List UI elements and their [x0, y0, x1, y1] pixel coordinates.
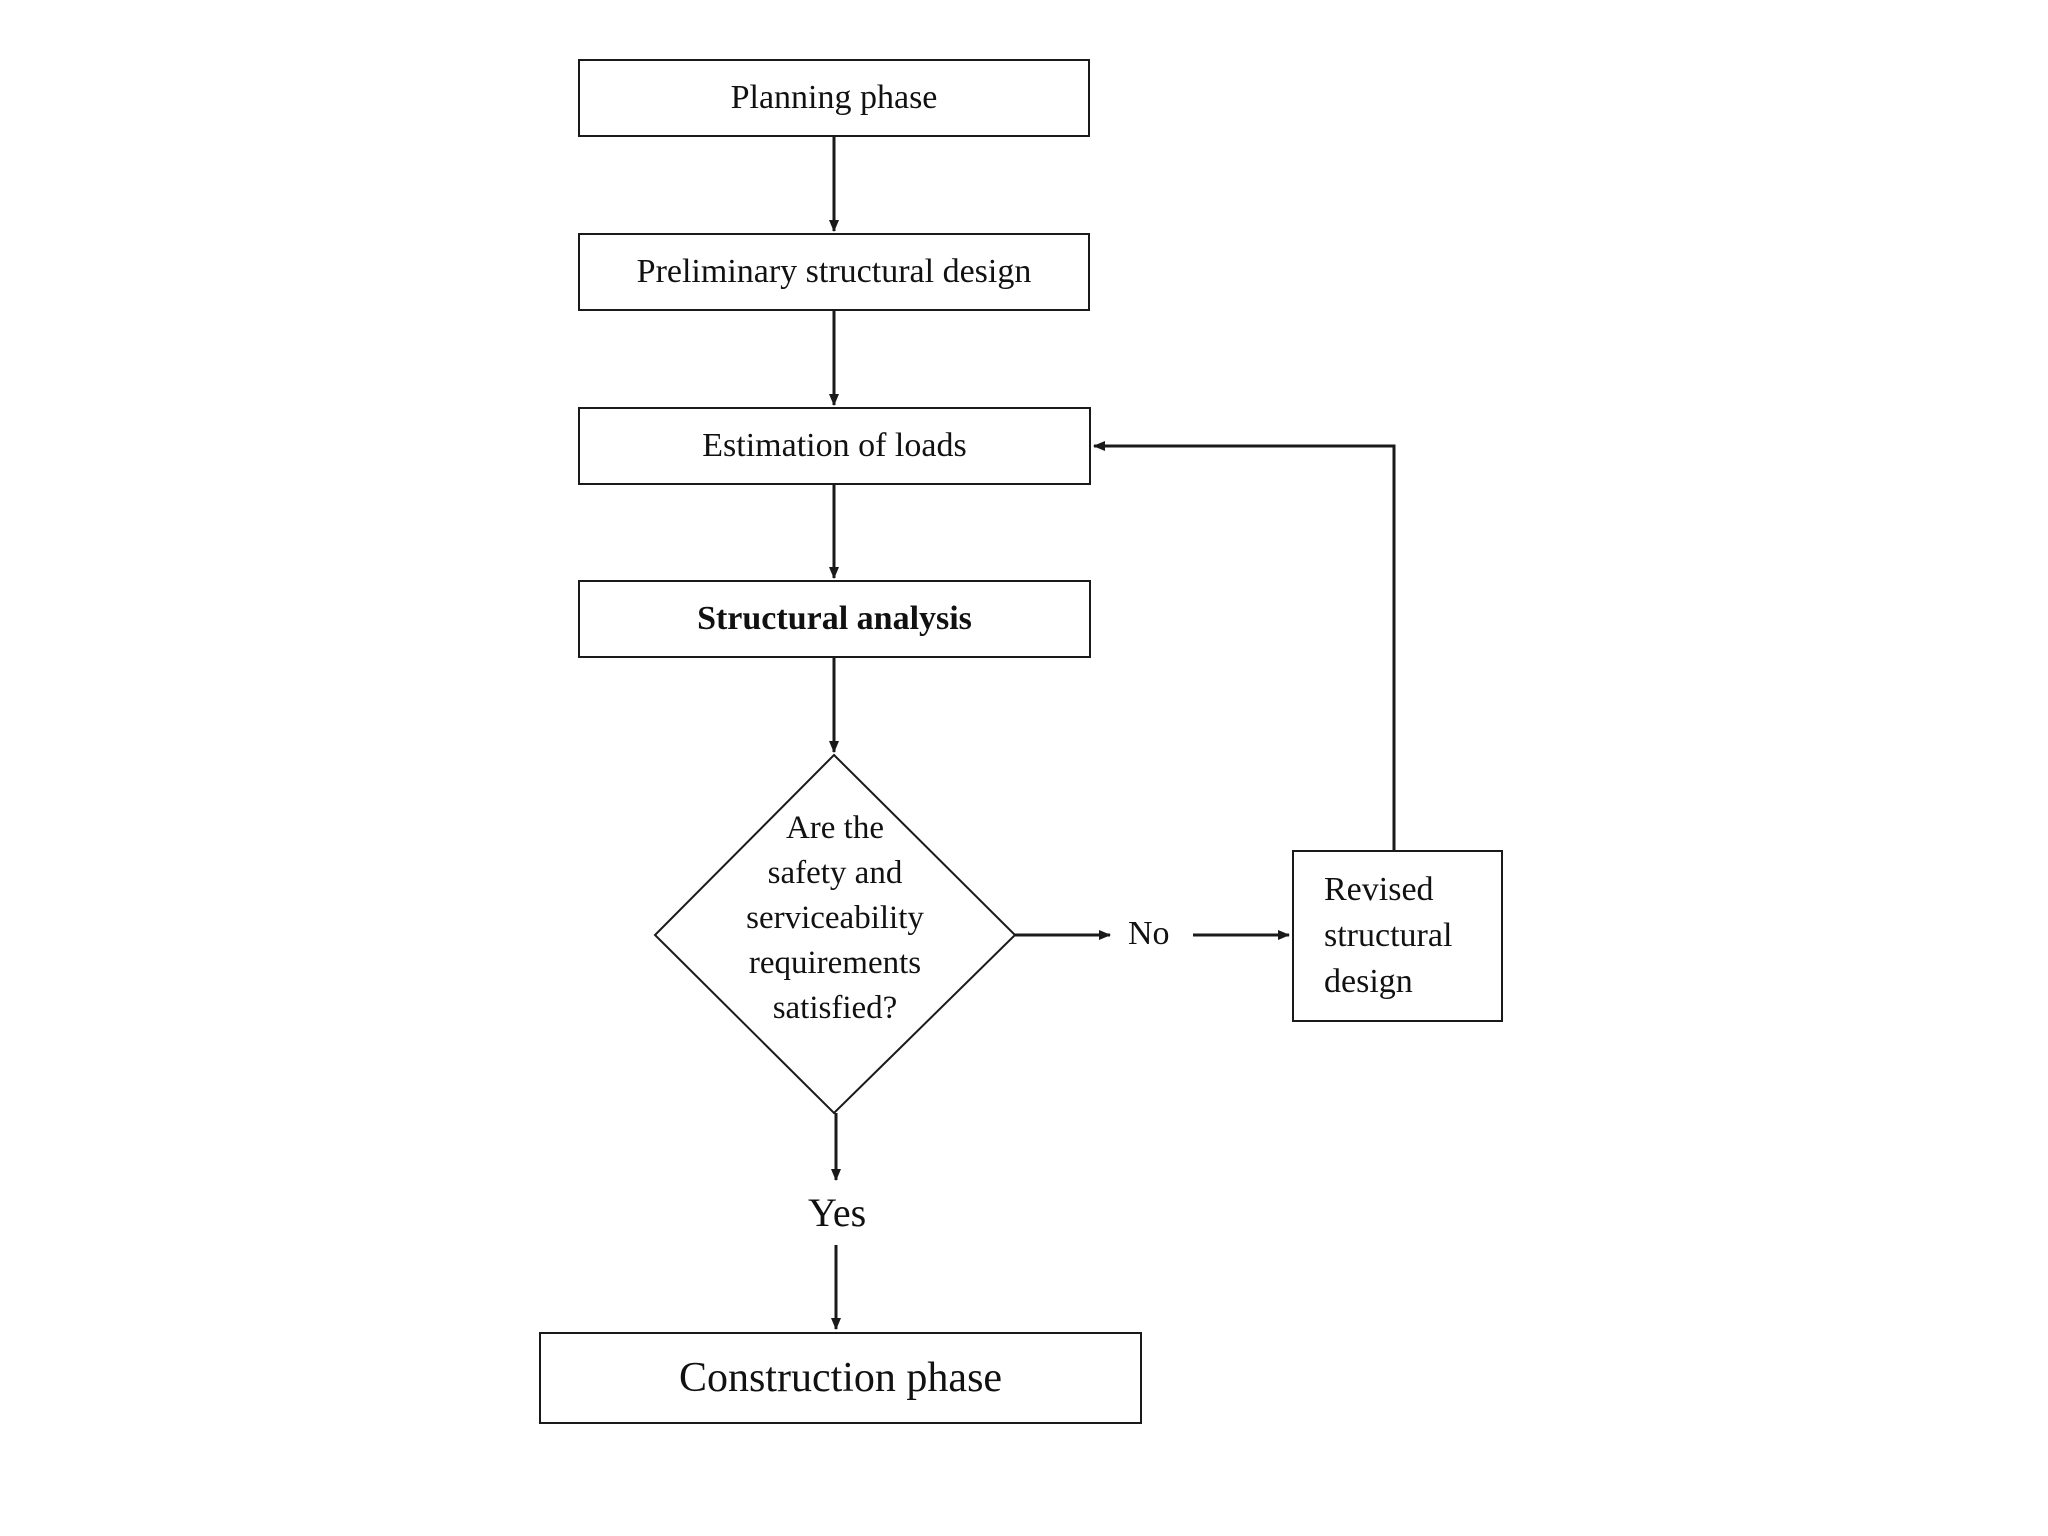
arrow-revised-to-loads: [1093, 441, 1396, 850]
construction-phase-label: Construction phase: [678, 1355, 1003, 1401]
decision-line: Are the: [785, 810, 885, 846]
planning-phase-box: Planning phase: [578, 59, 1090, 137]
estimation-of-loads-label: Estimation of loads: [702, 427, 967, 464]
revised-line: Revised: [1324, 871, 1434, 908]
yes-branch-label: Yes: [808, 1190, 867, 1235]
structural-analysis-box: Structural analysis: [578, 580, 1091, 658]
estimation-of-loads-box: Estimation of loads: [578, 407, 1091, 485]
decision-diamond: [653, 753, 1017, 1115]
decision-question: Are the safety and serviceability requir…: [700, 812, 970, 1025]
planning-phase-label: Planning phase: [730, 79, 938, 116]
preliminary-design-label: Preliminary structural design: [636, 253, 1032, 290]
decision-line: safety and: [767, 855, 903, 891]
no-branch-label: No: [1128, 915, 1170, 952]
decision-line: satisfied?: [772, 990, 898, 1026]
decision-line: serviceability: [746, 900, 924, 936]
decision-line: requirements: [748, 945, 922, 981]
revised-line: design: [1324, 963, 1413, 1000]
revised-line: structural: [1324, 917, 1453, 954]
construction-phase-box: Construction phase: [539, 1332, 1142, 1424]
revised-design-box: Revised structural design: [1292, 850, 1503, 1022]
preliminary-design-box: Preliminary structural design: [578, 233, 1090, 311]
revised-design-text: Revised structural design: [1324, 873, 1452, 999]
structural-analysis-label: Structural analysis: [697, 600, 972, 637]
